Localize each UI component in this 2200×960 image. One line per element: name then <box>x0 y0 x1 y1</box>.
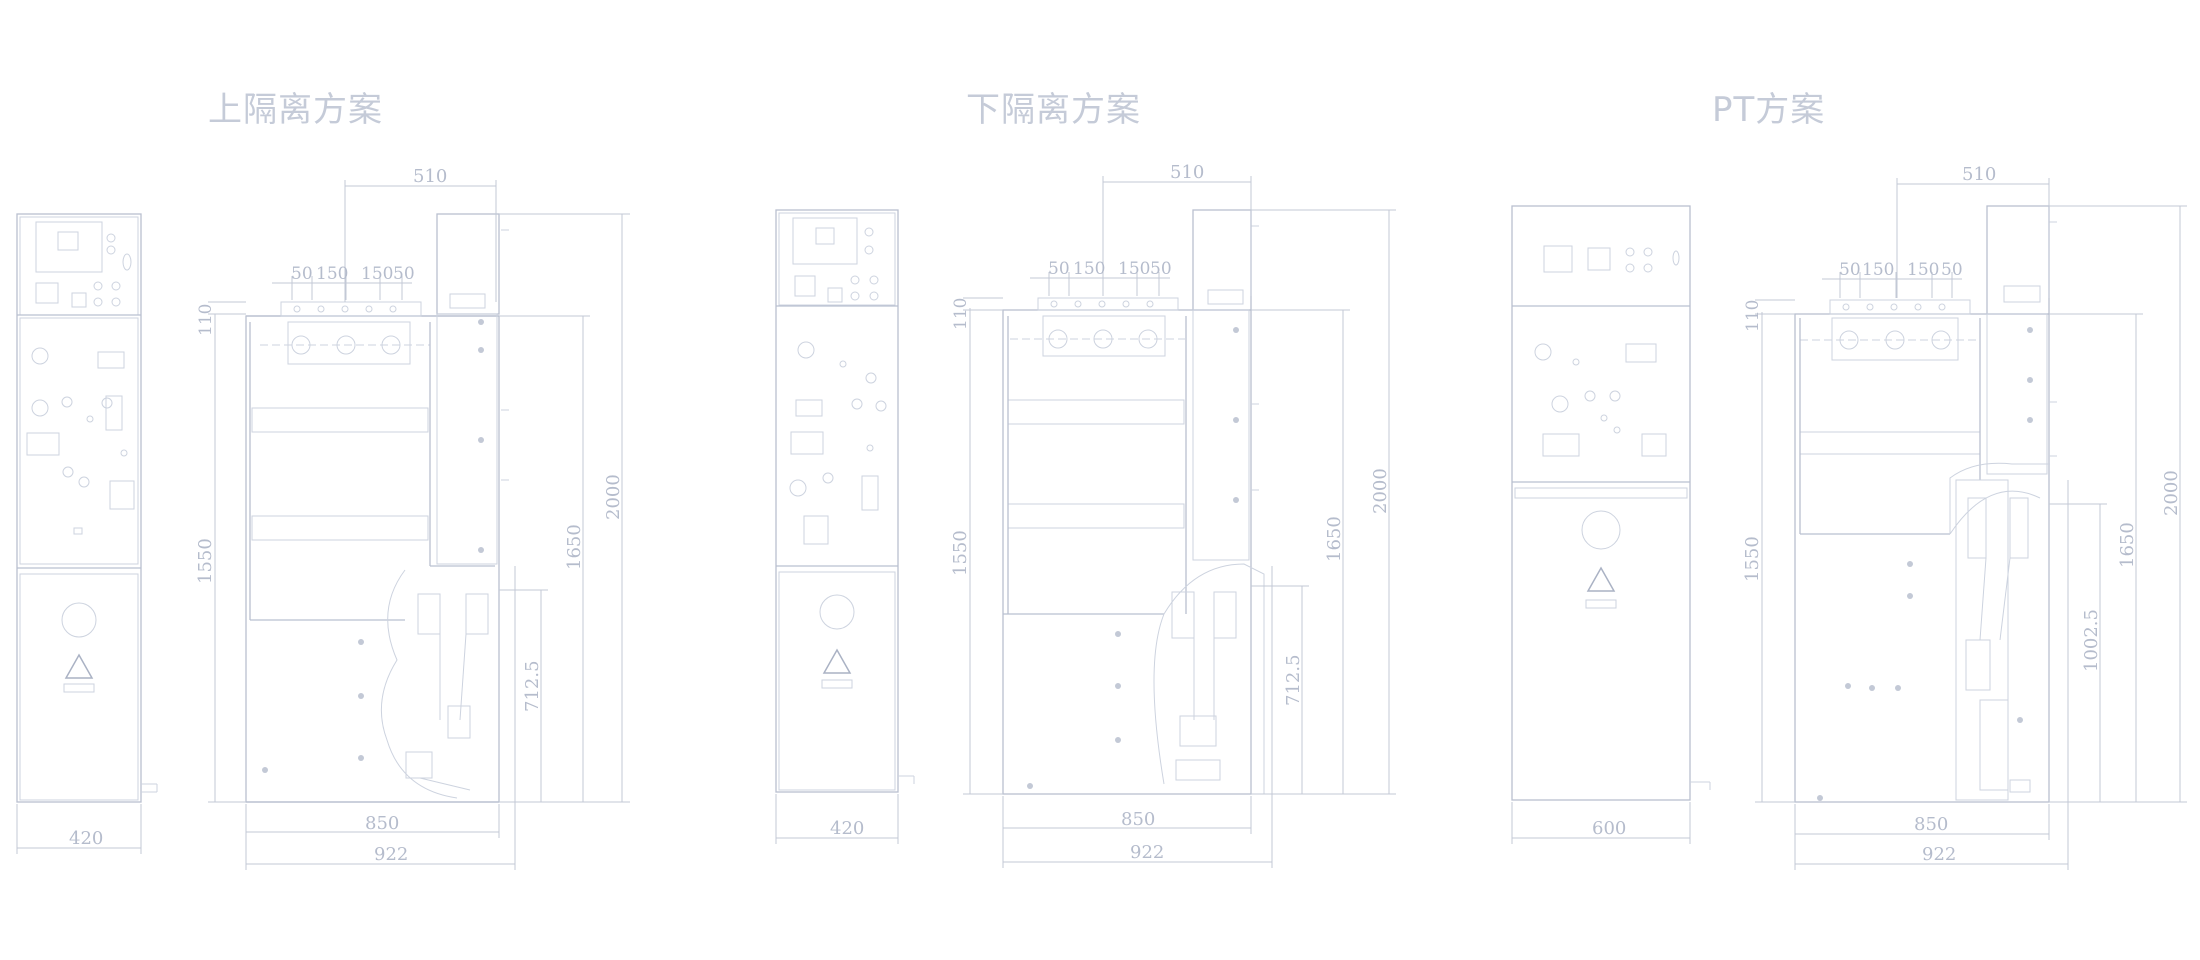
scheme-1-side-view <box>208 180 630 870</box>
scheme-2-title: 下隔离方案 <box>966 90 1141 130</box>
s1-dim-2000: 2000 <box>603 474 624 520</box>
cable-termination-icon <box>1965 497 2031 793</box>
warning-sign-icon <box>822 648 852 674</box>
scheme-2-side-view <box>963 176 1396 868</box>
busbar-insulator-icon <box>260 335 430 355</box>
scheme-2-front-view <box>775 209 915 844</box>
s1-dim-850: 850 <box>365 813 399 834</box>
s1-dim-1650: 1650 <box>564 524 585 570</box>
warning-sign-icon <box>1586 566 1616 592</box>
s3-dim-850: 850 <box>1914 814 1948 835</box>
s2-dim-850: 850 <box>1121 809 1155 830</box>
s3-dim-110: 110 <box>1743 300 1763 332</box>
cable-termination-icon <box>1171 591 1237 781</box>
s1-dim-7125: 712.5 <box>522 660 543 712</box>
warning-sign-icon <box>64 653 94 679</box>
scheme-3-title: PT方案 <box>1712 90 1826 130</box>
s2-dim-1650: 1650 <box>1324 516 1345 562</box>
s2-dim-50b: 50 <box>1150 259 1172 279</box>
s3-dim-922: 922 <box>1922 844 1956 865</box>
s1-dim-922: 922 <box>374 844 408 865</box>
s1-dim-50a: 50 <box>291 264 313 284</box>
s3-dim-1550: 1550 <box>1742 536 1763 582</box>
s2-dim-2000: 2000 <box>1370 468 1391 514</box>
scheme-3-side-view <box>1755 178 2187 870</box>
s3-dim-50b: 50 <box>1941 260 1963 280</box>
s3-dim-1650: 1650 <box>2117 522 2138 568</box>
s3-dim-2000: 2000 <box>2161 470 2182 516</box>
s1-dim-510: 510 <box>413 166 447 187</box>
s2-dim-922: 922 <box>1130 842 1164 863</box>
s2-dim-1550: 1550 <box>950 530 971 576</box>
s1-front-width: 420 <box>69 828 103 849</box>
s1-dim-1550: 1550 <box>195 538 216 584</box>
s3-front-width: 600 <box>1592 818 1626 839</box>
busbar-insulator-icon <box>1800 330 1980 350</box>
s2-dim-150a: 150 <box>1073 259 1105 279</box>
busbar-insulator-icon <box>1010 329 1185 349</box>
s3-dim-50a: 50 <box>1839 260 1861 280</box>
s1-dim-150b: 150 <box>361 264 393 284</box>
s3-dim-10025: 1002.5 <box>2081 609 2102 672</box>
scheme-1-title: 上隔离方案 <box>208 90 383 130</box>
s1-dim-110: 110 <box>196 304 216 336</box>
scheme-3-front-view <box>1511 205 1711 844</box>
s3-dim-510: 510 <box>1962 164 1996 185</box>
s2-dim-50a: 50 <box>1048 259 1070 279</box>
s3-dim-150a: 150 <box>1862 260 1894 280</box>
cable-termination-icon <box>405 593 489 791</box>
scheme-1-front-view <box>16 213 158 854</box>
s3-dim-150b: 150 <box>1907 260 1939 280</box>
s1-dim-50b: 50 <box>393 264 415 284</box>
s2-dim-7125: 712.5 <box>1283 654 1304 706</box>
s2-dim-110: 110 <box>951 298 971 330</box>
s2-front-width: 420 <box>830 818 864 839</box>
s2-dim-510: 510 <box>1170 162 1204 183</box>
s1-dim-150a: 150 <box>316 264 348 284</box>
s2-dim-150b: 150 <box>1118 259 1150 279</box>
